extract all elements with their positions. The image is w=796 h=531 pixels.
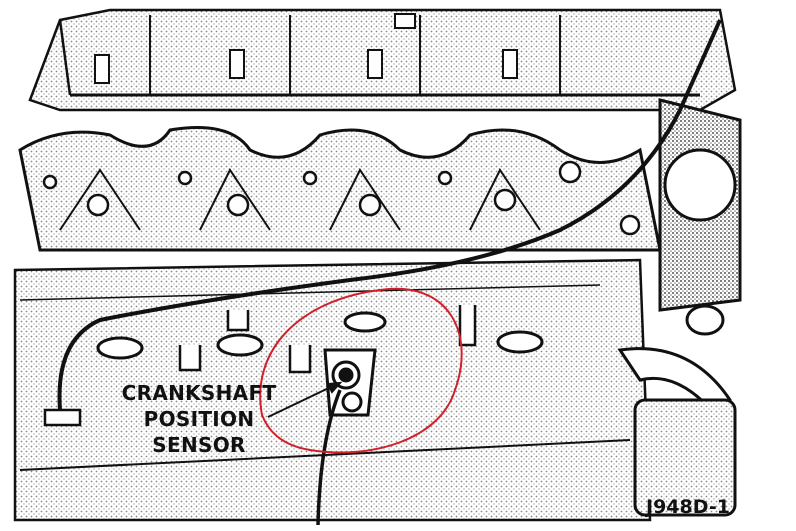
- label-line-1: CRANKSHAFT: [121, 381, 277, 405]
- freeze-plugs: [96, 311, 544, 360]
- crankshaft-position-sensor: [316, 348, 377, 526]
- side-components: [617, 98, 742, 517]
- leader-arrow: [267, 381, 343, 418]
- label-line-2: POSITION: [143, 407, 255, 431]
- block-brackets: [178, 305, 477, 374]
- wiring-harness: [57, 19, 722, 411]
- harness-clip: [43, 408, 82, 427]
- highlight-circle: [259, 287, 463, 454]
- label-line-3: SENSOR: [152, 433, 246, 457]
- exhaust-manifold: [18, 126, 662, 252]
- figure-id: J948D-1: [646, 496, 730, 518]
- cover-bolts: [94, 13, 518, 84]
- crankshaft-position-sensor-label: CRANKSHAFT POSITION SENSOR: [104, 380, 294, 458]
- manifold-studs: [42, 160, 641, 236]
